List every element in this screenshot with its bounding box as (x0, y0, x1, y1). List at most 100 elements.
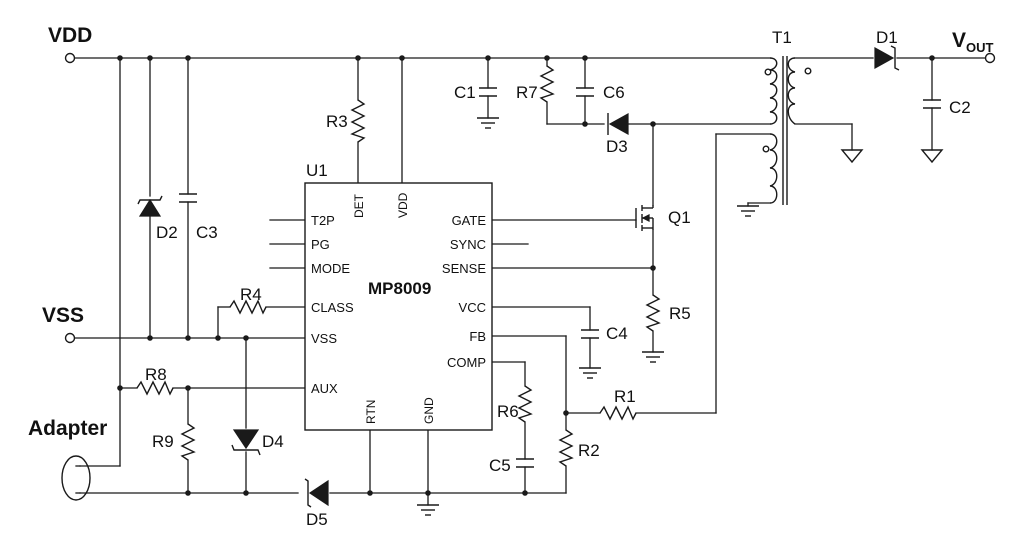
diode-d1 (874, 45, 900, 71)
junction (582, 121, 588, 127)
r6-label: R6 (497, 402, 519, 421)
junction (650, 121, 656, 127)
junction (522, 490, 528, 496)
adapter-label: Adapter (28, 417, 107, 440)
tvs-diode-d4 (231, 429, 261, 456)
pin-class-label: CLASS (311, 300, 354, 315)
t1-label: T1 (772, 28, 792, 47)
junction (582, 55, 588, 61)
junction (485, 55, 491, 61)
zener-diode-d2 (137, 195, 163, 217)
junction (399, 55, 405, 61)
c5-label: C5 (489, 456, 511, 475)
pin-sync-label: SYNC (450, 237, 486, 252)
d2-label: D2 (156, 223, 178, 242)
pin-gate-label: GATE (452, 213, 487, 228)
junction (563, 410, 569, 416)
pin-gnd-label: GND (422, 397, 436, 424)
c2-label: C2 (949, 98, 971, 117)
pin-pg-label: PG (311, 237, 330, 252)
junction (215, 335, 221, 341)
ground-r5 (642, 351, 664, 363)
vout-subscript: OUT (966, 40, 994, 55)
resistor-r5 (645, 294, 661, 332)
r9-label: R9 (152, 432, 174, 451)
ground-c1 (477, 117, 499, 129)
r2-label: R2 (578, 441, 600, 460)
d4-label: D4 (262, 432, 284, 451)
c4-label: C4 (606, 324, 628, 343)
junction (185, 335, 191, 341)
junction (147, 335, 153, 341)
chip-ref-label: U1 (306, 161, 328, 180)
transformer-t1 (762, 56, 812, 205)
junctions (117, 55, 935, 496)
r1-label: R1 (614, 387, 636, 406)
vout-terminal (984, 52, 996, 64)
d1-label: D1 (876, 28, 898, 47)
junction (243, 490, 249, 496)
capacitor-c4 (581, 329, 599, 339)
ground-c2 (920, 149, 944, 164)
c1-label: C1 (454, 83, 476, 102)
d3-label: D3 (606, 137, 628, 156)
junction (117, 55, 123, 61)
r8-label: R8 (145, 365, 167, 384)
junction (425, 490, 431, 496)
junction (355, 55, 361, 61)
resistor-r9 (180, 423, 196, 461)
junction (367, 490, 373, 496)
capacitor-c3 (179, 193, 197, 203)
c6-label: C6 (603, 83, 625, 102)
capacitor-c2 (923, 99, 941, 109)
capacitor-c1 (479, 87, 497, 97)
pin-vdd-label: VDD (396, 192, 410, 218)
junction (147, 55, 153, 61)
vss-label: VSS (42, 304, 84, 327)
resistor-r6 (517, 385, 533, 423)
r4-label: R4 (240, 285, 262, 304)
vout-label: V (952, 29, 966, 52)
wires (74, 57, 986, 506)
junction (243, 335, 249, 341)
vdd-label: VDD (48, 24, 92, 47)
pin-vss-label: VSS (311, 331, 337, 346)
pin-vcc-label: VCC (459, 300, 486, 315)
junction (544, 55, 550, 61)
pin-comp-label: COMP (447, 355, 486, 370)
vss-terminal (64, 332, 76, 344)
r7-label: R7 (516, 83, 538, 102)
resistor-r4 (229, 299, 267, 315)
junction (185, 55, 191, 61)
junction (185, 490, 191, 496)
resistor-r1 (599, 405, 637, 421)
resistor-r7 (539, 65, 555, 103)
pin-rtn-label: RTN (364, 400, 378, 424)
junction (185, 385, 191, 391)
r3-label: R3 (326, 112, 348, 131)
pin-mode-label: MODE (311, 261, 350, 276)
q1-label: Q1 (668, 208, 691, 227)
ground-gnd-pin (417, 504, 439, 516)
resistor-r3 (350, 99, 366, 143)
adapter-connector (61, 455, 91, 501)
ground-secondary (840, 149, 864, 164)
capacitor-c6 (576, 87, 594, 97)
junction (117, 385, 123, 391)
chip-u1 (304, 182, 493, 431)
d5-label: D5 (306, 510, 328, 529)
vdd-terminal (64, 52, 76, 64)
ground-t1-aux (737, 202, 759, 217)
chip-name-label: MP8009 (368, 279, 431, 298)
pin-aux-label: AUX (311, 381, 338, 396)
capacitor-c5 (516, 458, 534, 468)
diode-d3 (607, 112, 629, 136)
r5-label: R5 (669, 304, 691, 323)
junction (650, 265, 656, 271)
junction (929, 55, 935, 61)
resistor-r8 (136, 380, 174, 396)
pin-sense-label: SENSE (442, 261, 486, 276)
resistor-r2 (558, 429, 574, 467)
ground-c4 (579, 367, 601, 379)
